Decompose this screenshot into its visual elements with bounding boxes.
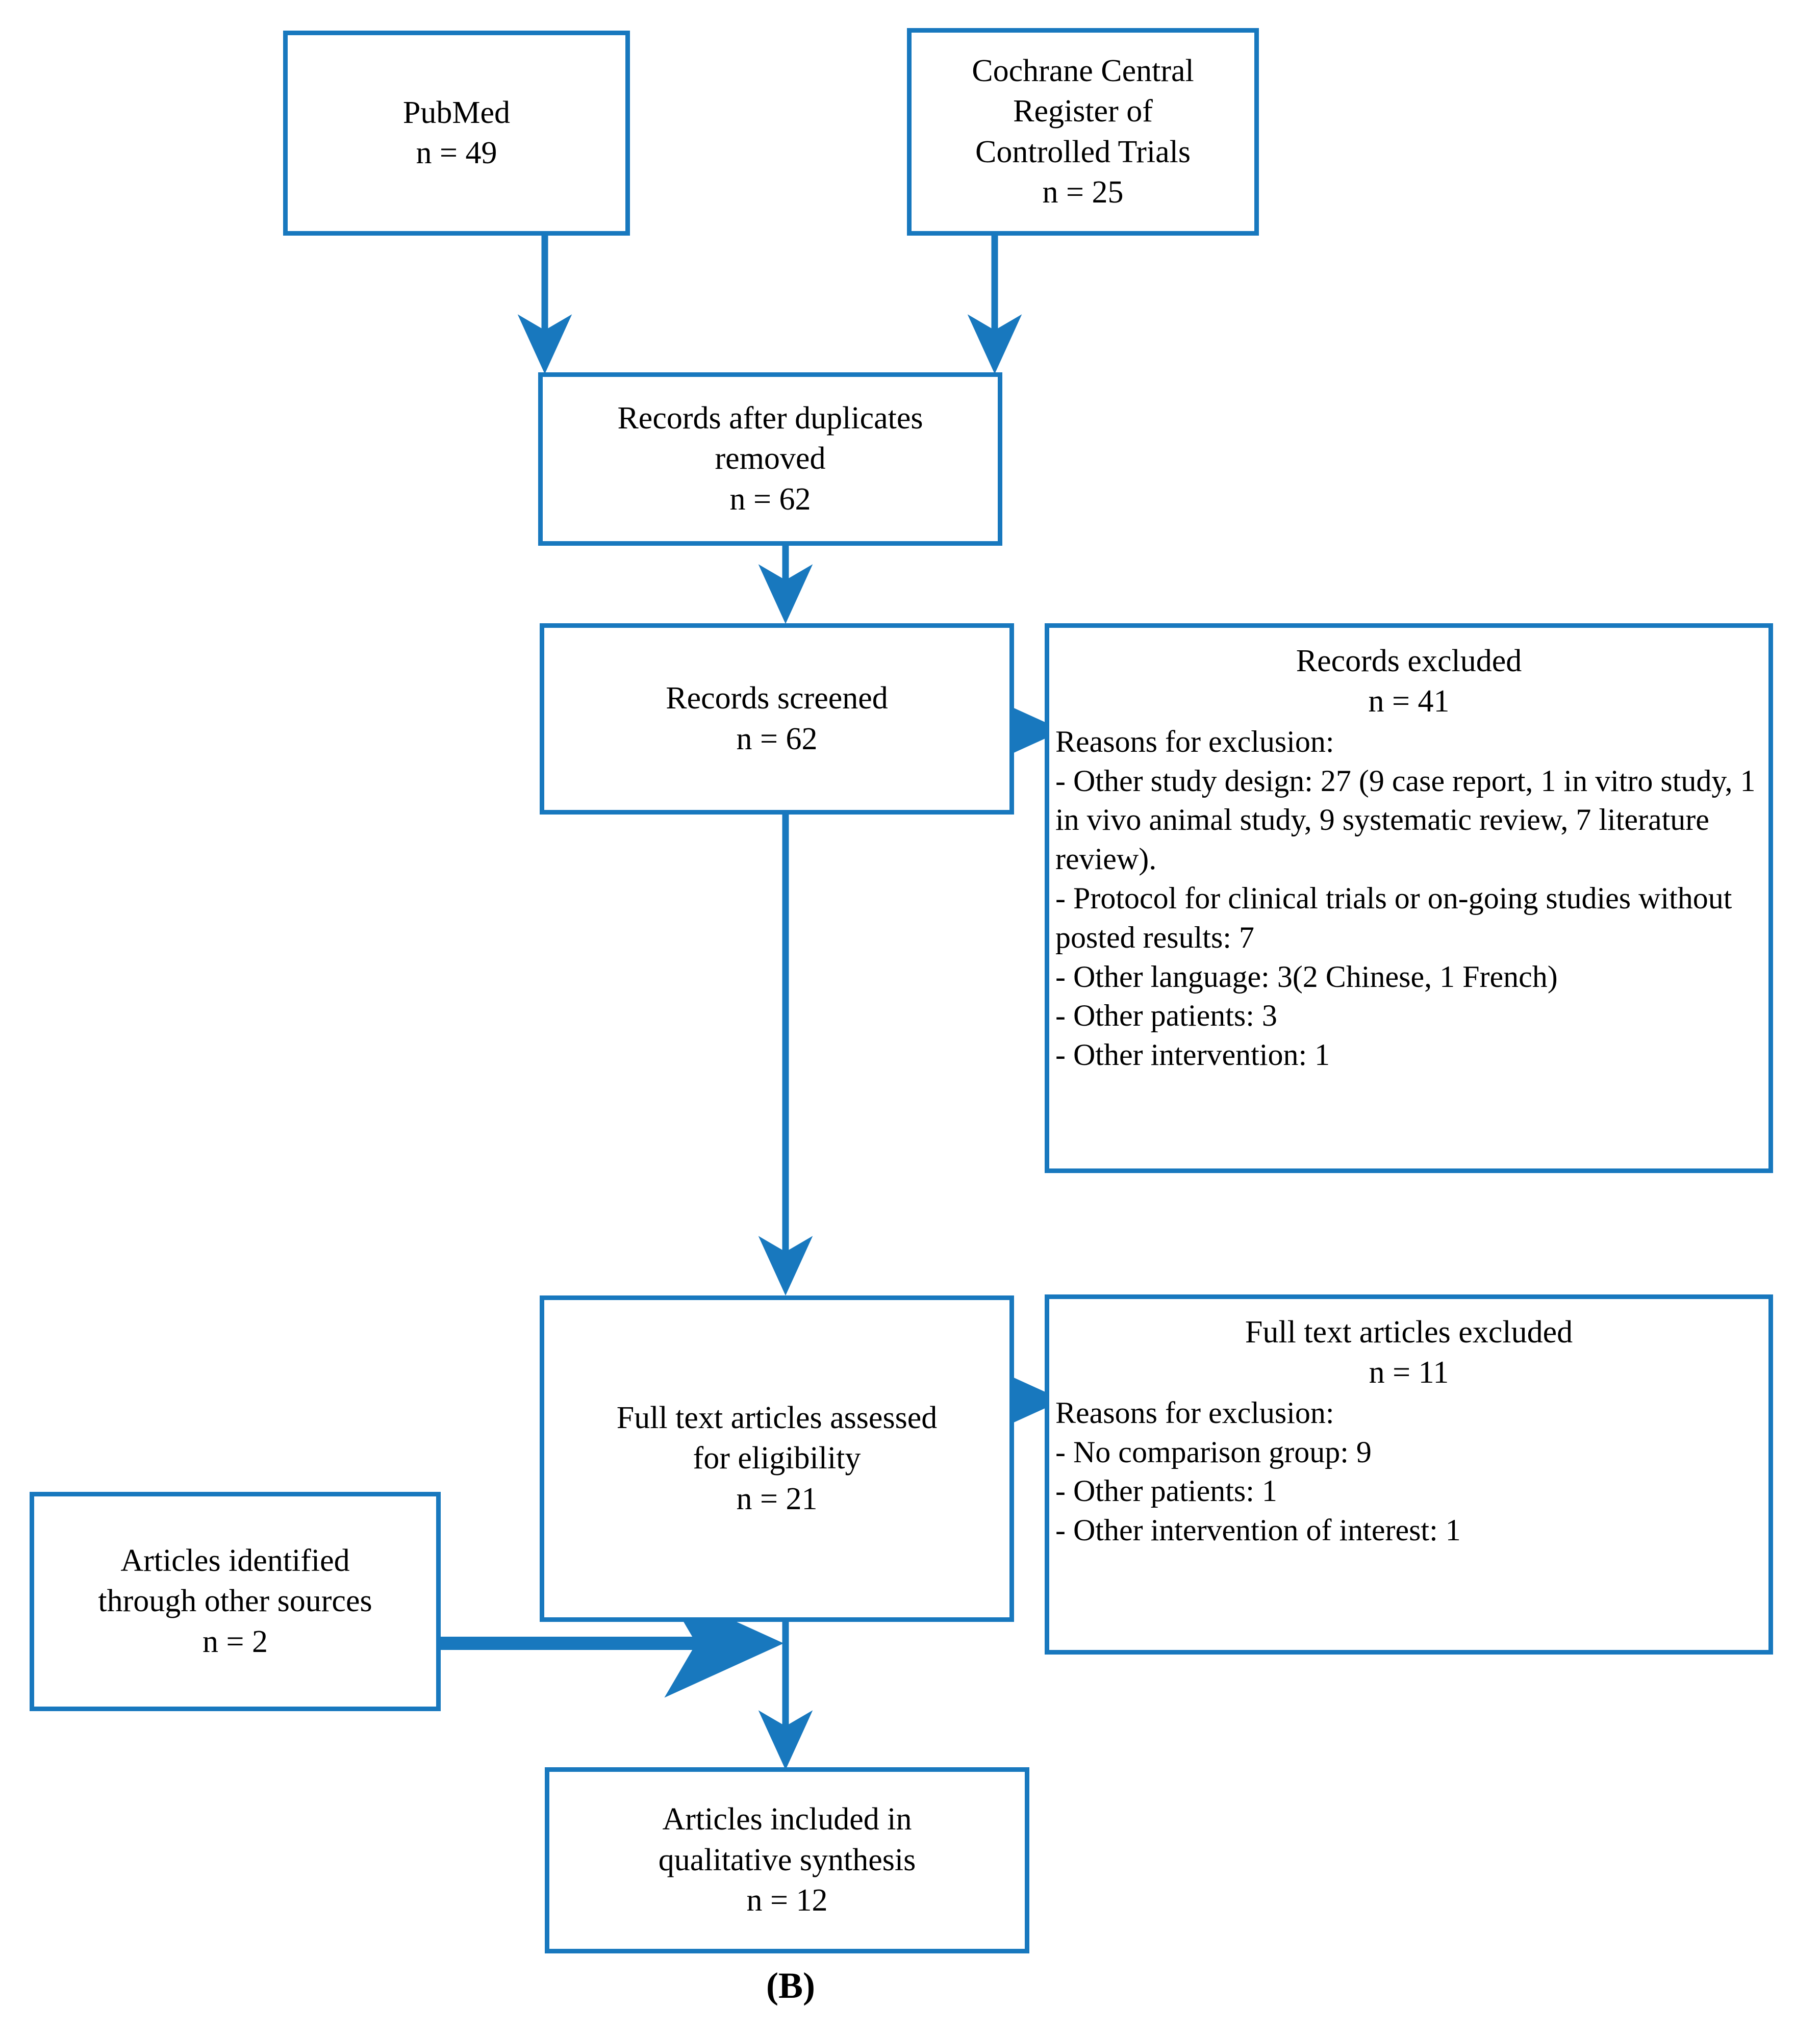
panel-label: (B): [766, 1965, 815, 2006]
records-excluded-reason-2: - Protocol for clinical trials or on-goi…: [1055, 881, 1732, 954]
records-excluded-reason-5: - Other intervention: 1: [1055, 1038, 1330, 1072]
duplicates-count: n = 62: [729, 481, 811, 517]
node-articles-other-sources: Articles identified through other source…: [30, 1492, 441, 1711]
duplicates-label-line1: Records after duplicates: [617, 400, 923, 436]
cochrane-label-line2: Register of: [1013, 94, 1153, 129]
other-sources-line2: through other sources: [98, 1584, 372, 1619]
node-records-after-duplicates-removed: Records after duplicates removed n = 62: [538, 372, 1002, 546]
screened-count: n = 62: [736, 721, 818, 756]
fulltext-excluded-reasons-heading: Reasons for exclusion:: [1055, 1395, 1334, 1430]
screened-label: Records screened: [666, 681, 888, 716]
records-excluded-reasons-heading: Reasons for exclusion:: [1055, 724, 1334, 758]
fulltext-assessed-count: n = 21: [736, 1481, 818, 1516]
cochrane-label-line3: Controlled Trials: [975, 134, 1191, 169]
fulltext-excluded-reason-1: - No comparison group: 9: [1055, 1435, 1372, 1469]
included-line1: Articles included in: [662, 1802, 912, 1837]
fulltext-assessed-line2: for eligibility: [693, 1441, 861, 1476]
duplicates-label-line2: removed: [715, 441, 826, 476]
node-records-excluded: Records excluded n = 41 Reasons for excl…: [1045, 623, 1773, 1173]
records-excluded-reason-4: - Other patients: 3: [1055, 999, 1277, 1033]
included-count: n = 12: [746, 1883, 828, 1918]
other-sources-line1: Articles identified: [120, 1543, 350, 1578]
node-cochrane-central-register: Cochrane Central Register of Controlled …: [907, 28, 1259, 236]
node-articles-included: Articles included in qualitative synthes…: [545, 1767, 1029, 1953]
other-sources-count: n = 2: [203, 1624, 268, 1659]
fulltext-excluded-count: n = 11: [1369, 1355, 1449, 1390]
fulltext-excluded-title: Full text articles excluded: [1245, 1315, 1573, 1350]
fulltext-excluded-reason-2: - Other patients: 1: [1055, 1474, 1277, 1508]
pubmed-count: n = 49: [416, 136, 497, 170]
fulltext-assessed-line1: Full text articles assessed: [616, 1400, 938, 1435]
node-records-screened: Records screened n = 62: [540, 623, 1014, 815]
fulltext-excluded-reason-3: - Other intervention of interest: 1: [1055, 1513, 1461, 1547]
cochrane-count: n = 25: [1042, 174, 1124, 210]
records-excluded-title: Records excluded: [1296, 644, 1522, 678]
records-excluded-reason-3: - Other language: 3(2 Chinese, 1 French): [1055, 959, 1558, 994]
records-excluded-reason-1: - Other study design: 27 (9 case report,…: [1055, 764, 1756, 876]
node-pubmed: PubMed n = 49: [283, 31, 630, 236]
pubmed-label: PubMed: [402, 95, 511, 130]
node-fulltext-excluded: Full text articles excluded n = 11 Reaso…: [1045, 1294, 1773, 1655]
records-excluded-count: n = 41: [1368, 684, 1450, 719]
cochrane-label-line1: Cochrane Central: [972, 53, 1194, 88]
included-line2: qualitative synthesis: [658, 1842, 916, 1877]
node-fulltext-assessed: Full text articles assessed for eligibil…: [540, 1295, 1014, 1622]
